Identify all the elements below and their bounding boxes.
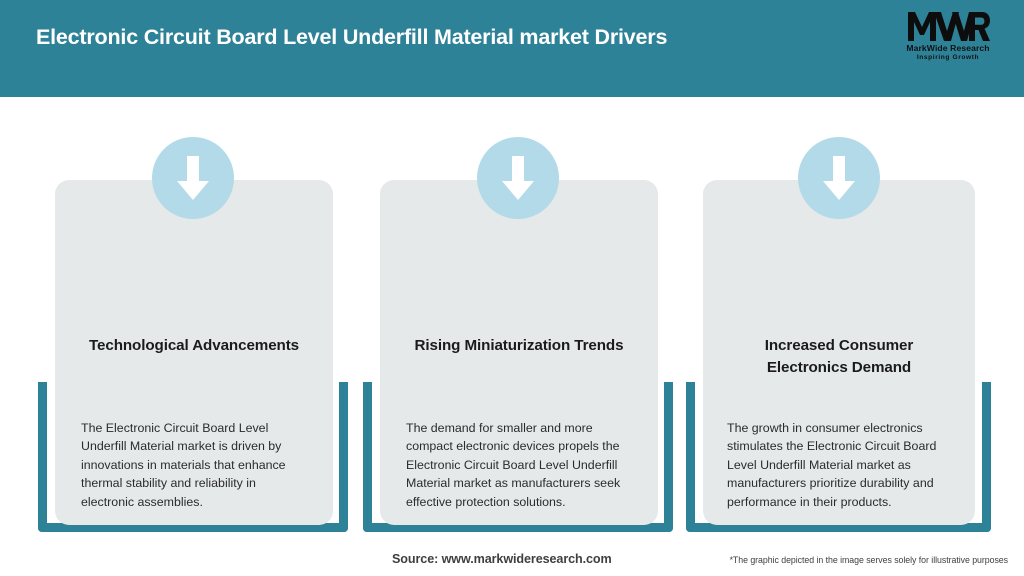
card-accent-bracket bbox=[38, 382, 348, 532]
brand-logo: MarkWide Research Inspiring Growth bbox=[894, 9, 1002, 71]
mwr-logo-icon bbox=[894, 9, 1002, 43]
card-panel: Increased Consumer Electronics Demand Th… bbox=[703, 180, 975, 525]
page-header: Electronic Circuit Board Level Underfill… bbox=[0, 0, 1024, 97]
logo-company-name: MarkWide Research bbox=[906, 43, 990, 53]
page-title: Electronic Circuit Board Level Underfill… bbox=[36, 25, 668, 49]
card-accent-bracket bbox=[686, 382, 991, 532]
down-arrow-icon bbox=[797, 137, 880, 219]
card-body-text: The growth in consumer electronics stimu… bbox=[727, 421, 937, 509]
page-footer: Source: www.markwideresearch.com *The gr… bbox=[0, 540, 1024, 576]
card-title: Increased Consumer Electronics Demand bbox=[764, 337, 914, 376]
card-body-text: The demand for smaller and more compact … bbox=[406, 421, 621, 509]
source-label: Source: www.markwideresearch.com bbox=[392, 552, 612, 566]
driver-card-2[interactable]: Rising Miniaturization Trends The demand… bbox=[363, 97, 673, 540]
down-arrow-icon bbox=[477, 137, 559, 219]
card-title: Rising Miniaturization Trends bbox=[414, 337, 624, 354]
logo-tagline: Inspiring Growth bbox=[916, 54, 980, 61]
card-title: Technological Advancements bbox=[88, 337, 300, 354]
card-body-text: The Electronic Circuit Board Level Under… bbox=[81, 421, 286, 509]
down-arrow-icon bbox=[152, 137, 234, 219]
disclaimer-label: *The graphic depicted in the image serve… bbox=[729, 555, 1008, 565]
driver-card-3[interactable]: Increased Consumer Electronics Demand Th… bbox=[686, 97, 991, 540]
card-panel: Rising Miniaturization Trends The demand… bbox=[380, 180, 658, 525]
drivers-card-group: Technological Advancements The Electroni… bbox=[0, 97, 1024, 540]
card-accent-bracket bbox=[363, 382, 673, 532]
driver-card-1[interactable]: Technological Advancements The Electroni… bbox=[38, 97, 348, 540]
card-panel: Technological Advancements The Electroni… bbox=[55, 180, 333, 525]
